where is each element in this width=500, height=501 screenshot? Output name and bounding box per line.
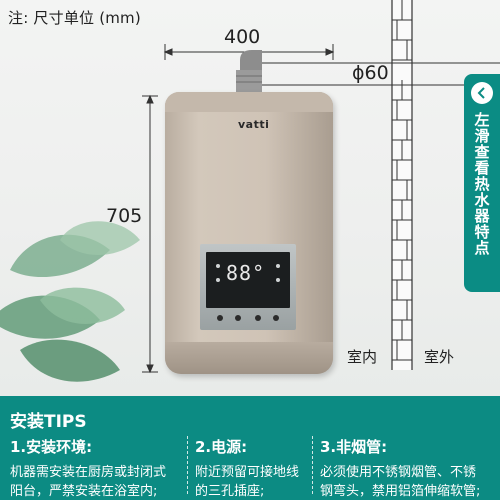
tip-line: 阳台，严禁安装在浴室内; (10, 484, 158, 499)
water-heater: vatti 88° (165, 92, 333, 374)
product-scene: 注: 尺寸单位 (mm) 400 705 ϕ60 室内 室外 vatti 88° (0, 0, 500, 396)
tip-divider (187, 436, 188, 494)
tips-title: 安装TIPS (10, 412, 87, 432)
brand-logo: vatti (238, 118, 270, 131)
flue-pipe (236, 50, 262, 92)
tip-line: 机器需安装在厨房或封闭式 (10, 465, 167, 480)
swipe-hint-tab[interactable]: 左滑查看热水器特点 (464, 74, 500, 292)
tip-divider (312, 436, 313, 494)
height-dimension-label: 705 (106, 205, 143, 227)
tip-line: 必须使用不锈钢烟管、不锈 (320, 465, 477, 480)
outdoor-label: 室外 (424, 348, 455, 366)
tip-line: 附近预留可接地线 (195, 465, 300, 480)
wall-bricks (391, 0, 413, 370)
indoor-label: 室内 (347, 348, 378, 366)
wall (392, 0, 412, 370)
dimension-lines (142, 44, 500, 374)
tip-flue-pipe: 3.非烟管: 必须使用不锈钢烟管、不锈 钢弯头，禁用铝箔伸缩软管; (320, 436, 498, 501)
temperature-readout: 88° (226, 261, 266, 285)
tip-line: 钢弯头，禁用铝箔伸缩软管; (320, 484, 481, 499)
arrow-left-icon (471, 82, 493, 104)
pipe-diameter-label: ϕ60 (352, 62, 389, 84)
width-dimension-label: 400 (224, 26, 261, 48)
tip-heading: 1.安装环境: (10, 438, 93, 456)
tip-heading: 3.非烟管: (320, 438, 388, 456)
heater-top (165, 92, 333, 112)
install-tips-panel: 安装TIPS 1.安装环境: 机器需安装在厨房或封闭式 阳台，严禁安装在浴室内;… (0, 396, 500, 500)
tip-heading: 2.电源: (195, 438, 248, 456)
control-panel: 88° (200, 244, 296, 330)
tip-install-environment: 1.安装环境: 机器需安装在厨房或封闭式 阳台，严禁安装在浴室内; (10, 436, 182, 501)
tip-line: 的三孔插座; (195, 484, 265, 499)
swipe-hint-text: 左滑查看热水器特点 (472, 112, 491, 256)
heater-base (165, 342, 333, 374)
panel-buttons (216, 264, 280, 321)
plant-leaves (0, 221, 140, 382)
tip-power: 2.电源: 附近预留可接地线 的三孔插座; (195, 436, 307, 501)
unit-note: 注: 尺寸单位 (mm) (8, 9, 141, 27)
